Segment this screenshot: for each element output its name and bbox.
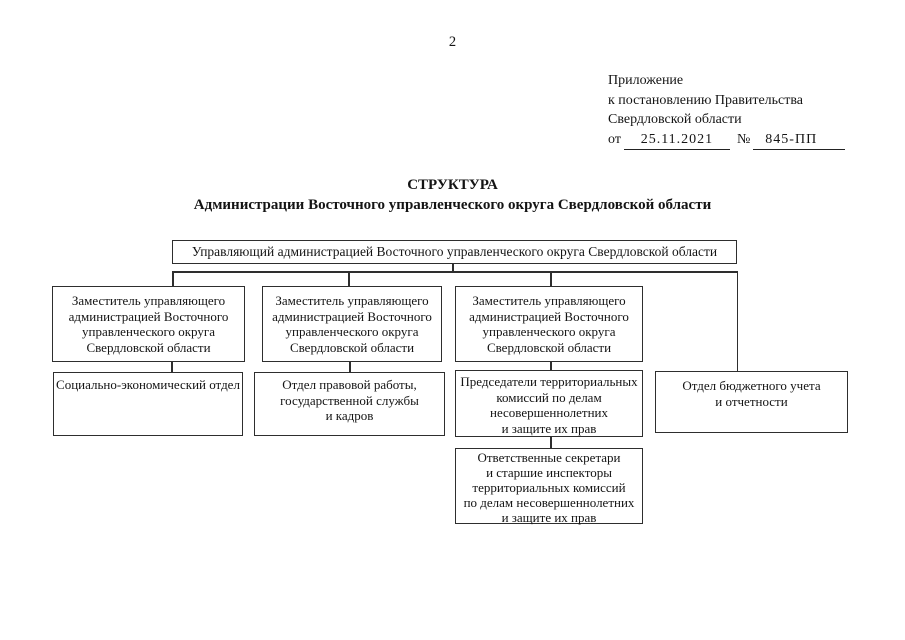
page-number: 2 [448,34,457,50]
connector-drop-deputy-2 [348,272,350,286]
connector-deputy3-chairs [550,362,552,370]
document-title-line1: СТРУКТУРА [407,177,498,193]
org-box-commission-chairs: Председатели территориальных комиссий по… [455,370,643,437]
org-box-deputy-1: Заместитель управляющего администрацией … [52,286,245,362]
connector-deputy2-legal [349,362,351,372]
connector-chairs-secretaries [550,437,552,448]
org-box-deputy-2: Заместитель управляющего администрацией … [262,286,442,362]
connector-head-stub [452,263,454,272]
annex-line-3: Свердловской области [608,112,742,127]
connector-drop-deputy-1 [172,272,174,286]
org-box-legal-dept: Отдел правовой работы, государственной с… [254,372,445,436]
annex-line-2: к постановлению Правительства [608,92,804,108]
document-title-line2: Администрации Восточного управленческого… [193,197,712,213]
annex-number-sign: № [736,131,751,147]
annex-doc-number: 845-ПП [753,130,846,150]
org-box-social-economic-dept: Социально-экономический отдел [53,372,243,436]
annex-from-label: от [608,131,621,147]
org-box-administration-head: Управляющий администрацией Восточного уп… [172,240,737,264]
org-box-commission-secretaries: Ответственные секретари и старшие инспек… [455,448,643,525]
connector-horizontal-rail [172,271,738,273]
connector-drop-budget-dept [736,272,738,371]
annex-reference-block: Приложение к постановлению Правительства… [608,71,846,150]
document-title: СТРУКТУРА Администрации Восточного управ… [0,175,905,215]
annex-line-1: Приложение [608,73,684,88]
connector-drop-deputy-3 [550,272,552,286]
org-box-budget-dept: Отдел бюджетного учета и отчетности [655,371,848,433]
connector-deputy1-social [171,362,173,372]
annex-date-value: 25.11.2021 [623,130,730,150]
org-box-deputy-3: Заместитель управляющего администрацией … [455,286,643,362]
